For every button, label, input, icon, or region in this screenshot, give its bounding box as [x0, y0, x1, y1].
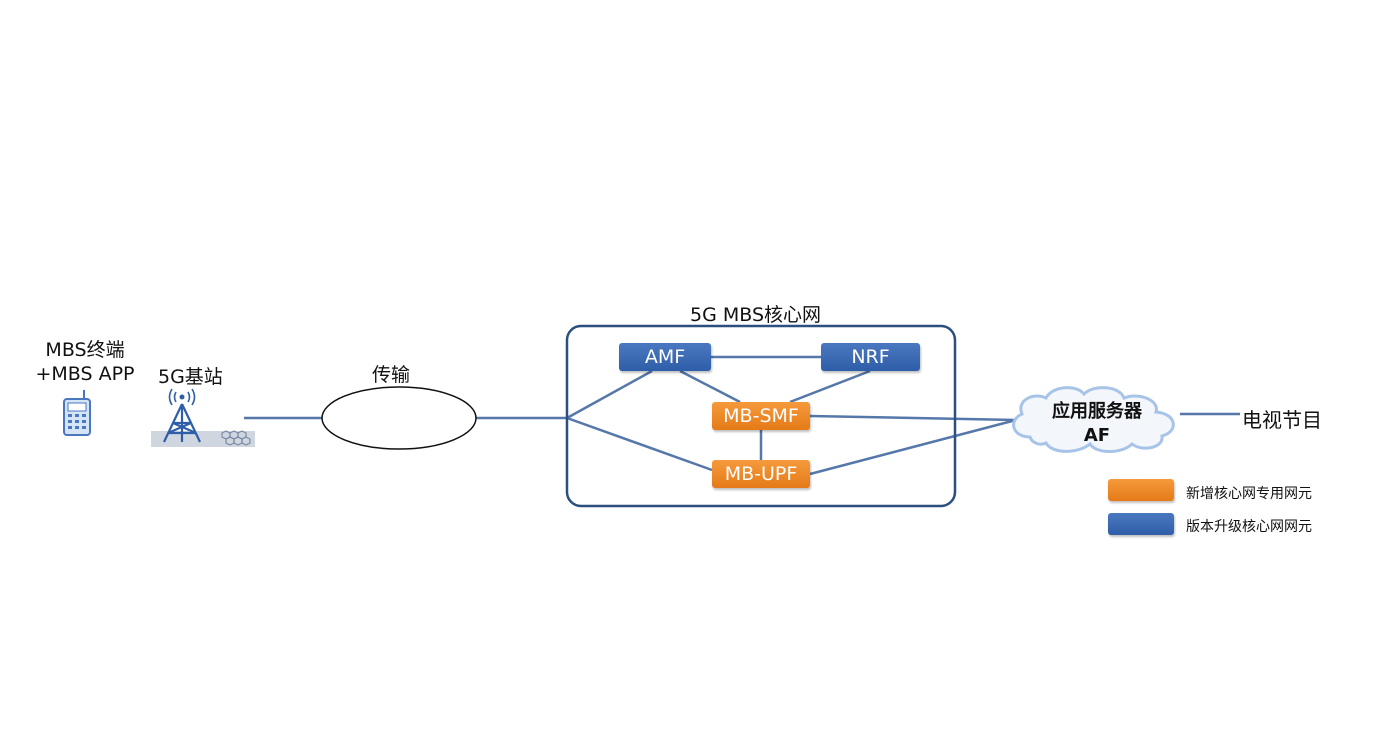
link-fork-amf [566, 369, 653, 420]
cloud-icon [1012, 386, 1175, 453]
mb-upf-node: MB-UPF [712, 460, 810, 488]
af-label: 应用服务器 AF [1032, 400, 1162, 448]
terminal-label-line2: +MBS APP [35, 363, 135, 385]
link-amf-smf [679, 369, 741, 404]
link-nrf-smf [789, 369, 871, 404]
af-label-line2: AF [1083, 425, 1111, 446]
core-network-boundary [565, 324, 957, 508]
transport-label: 传输 [372, 364, 411, 386]
af-label-line1: 应用服务器 [1052, 401, 1142, 422]
mobile-phone-icon [63, 390, 91, 436]
link-upf-af [809, 418, 1017, 476]
mb-smf-node: MB-SMF [712, 402, 810, 430]
legend-label-upgraded: 版本升级核心网网元 [1186, 519, 1312, 535]
gnb-label: 5G基站 [158, 366, 223, 388]
core-network-title: 5G MBS核心网 [690, 304, 822, 326]
tv-program-label: 电视节目 [1242, 408, 1322, 432]
cell-tower-icon [151, 388, 255, 447]
nrf-node: NRF [821, 343, 920, 371]
terminal-label: MBS终端 +MBS APP [30, 338, 140, 386]
amf-node: AMF [619, 343, 711, 371]
terminal-label-line1: MBS终端 [45, 339, 125, 361]
link-fork-upf [566, 416, 713, 472]
legend-swatch-upgraded [1108, 513, 1174, 535]
legend-label-new: 新增核心网专用网元 [1186, 486, 1312, 502]
link-smf-af [809, 414, 1017, 422]
legend-swatch-new [1108, 479, 1174, 501]
transport-ellipse [321, 386, 477, 450]
links [244, 355, 1240, 476]
